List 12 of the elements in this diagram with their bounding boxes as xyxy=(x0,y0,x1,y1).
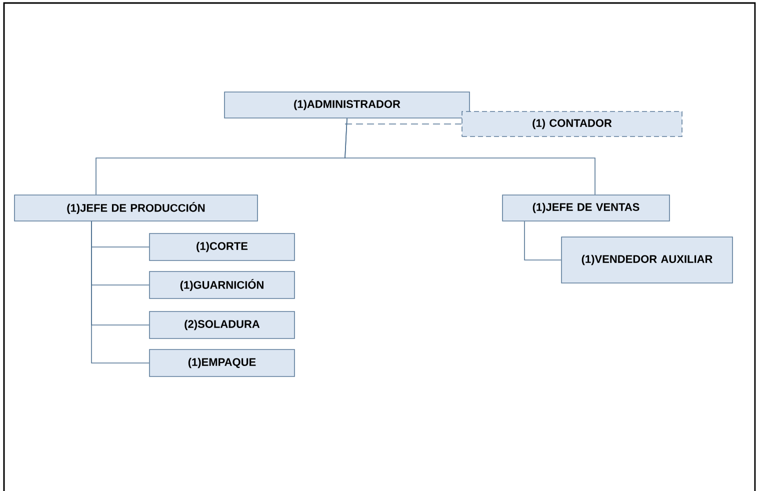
connector-line xyxy=(524,221,562,260)
connector-line xyxy=(344,118,596,195)
org-box: (1)ADMINISTRADOR xyxy=(224,92,470,118)
org-box: (1)CORTE xyxy=(149,233,295,261)
connector-line xyxy=(91,221,150,364)
org-box: (1)JEFE DE VENTAS xyxy=(502,194,670,222)
org-box: (1)JEFE DE PRODUCCIÓN xyxy=(14,194,258,222)
org-box: (1)EMPAQUE xyxy=(149,349,295,377)
org-box: (1)GUARNICIÓN xyxy=(149,271,295,299)
org-box: (2)SOLADURA xyxy=(149,311,295,339)
org-box: (1) CONTADOR xyxy=(462,111,682,137)
org-box: (1)VENDEDOR AUXILIAR xyxy=(561,236,733,284)
